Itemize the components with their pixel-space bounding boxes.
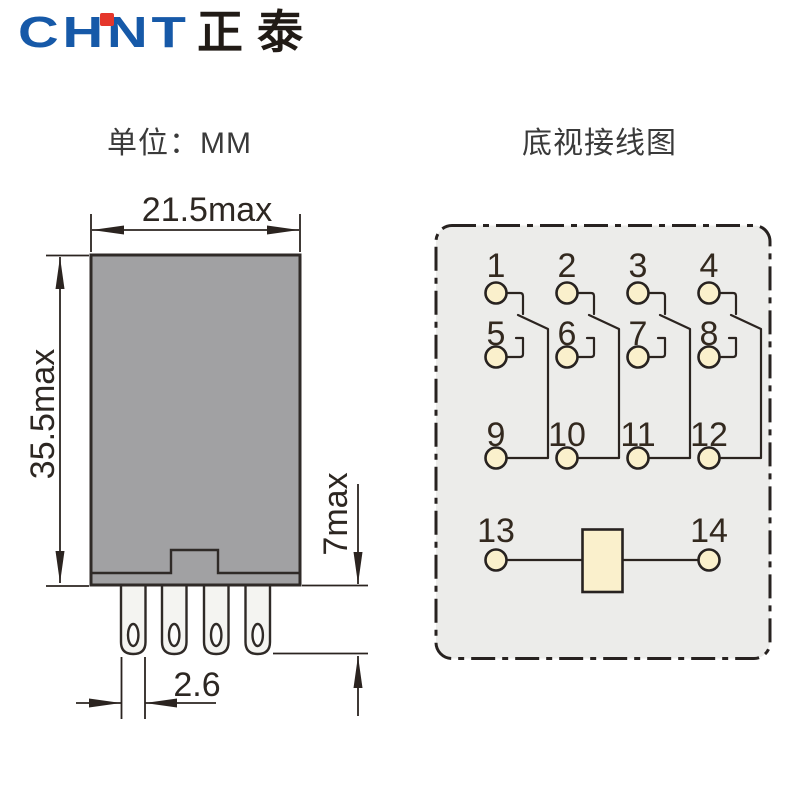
terminal-2 <box>555 281 579 305</box>
terminal-4 <box>697 281 721 305</box>
pole-3 <box>647 291 692 460</box>
dim-pin-length <box>273 484 368 716</box>
terminal-1 <box>484 281 508 305</box>
arrow-up-icon <box>353 656 363 688</box>
terminal-6 <box>555 345 579 369</box>
arrow-down-icon <box>55 551 65 583</box>
dim-width <box>90 214 301 252</box>
terminal-label-4: 4 <box>700 247 719 285</box>
no-contact-stub <box>505 336 525 359</box>
pole-1 <box>505 291 550 460</box>
arrow-right-icon <box>267 225 299 235</box>
terminal-label-9: 9 <box>487 416 506 454</box>
nc-contact-stub <box>505 291 525 316</box>
nc-contact-stub <box>647 291 667 316</box>
armature-and-common <box>576 313 621 460</box>
no-contact-stub <box>647 336 667 359</box>
terminal-label-14: 14 <box>690 512 728 550</box>
no-contact-stub <box>718 336 738 359</box>
terminal-label-1: 1 <box>487 247 506 285</box>
terminal-7 <box>626 345 650 369</box>
terminal-label-11: 11 <box>620 416 655 454</box>
no-contact-stub <box>576 336 596 359</box>
dim-pin-pitch-label: 2.6 <box>173 666 220 704</box>
pin-2-hole <box>167 622 181 648</box>
pole-4 <box>718 291 763 460</box>
pole-wiring <box>505 291 763 562</box>
terminal-8 <box>697 345 721 369</box>
arrow-left-icon <box>145 698 177 708</box>
terminal-label-3: 3 <box>629 247 648 285</box>
terminal-label-10: 10 <box>548 416 586 454</box>
pole-2 <box>576 291 621 460</box>
nc-contact-stub <box>576 291 596 316</box>
armature-and-common <box>718 313 763 460</box>
terminal-circles <box>484 281 721 572</box>
terminal-label-6: 6 <box>558 315 577 353</box>
armature-and-common <box>647 313 692 460</box>
terminal-14 <box>697 548 721 572</box>
logo-red-dot-icon <box>100 13 114 26</box>
terminal-label-7: 7 <box>629 315 648 353</box>
relay-body <box>89 253 302 587</box>
terminal-label-8: 8 <box>700 315 719 353</box>
armature-and-common <box>505 313 550 460</box>
nc-contact-stub <box>718 291 738 316</box>
dim-height-label: 35.5max <box>24 349 62 479</box>
pin-1-hole <box>126 622 140 648</box>
terminal-labels: 1 2 3 4 5 6 7 8 9 10 11 12 13 14 <box>477 247 728 550</box>
terminal-11 <box>626 446 650 470</box>
dimension-drawing: 21.5max 35.5max 7max <box>24 191 368 719</box>
logo-cjk-text: 正泰 <box>197 6 317 58</box>
terminal-label-12: 12 <box>690 416 728 454</box>
brand-logo: CHNT 正泰 <box>0 0 340 70</box>
pin-4-hole <box>251 622 265 648</box>
terminal-3 <box>626 281 650 305</box>
terminal-label-5: 5 <box>487 315 506 353</box>
terminal-label-13: 13 <box>477 512 515 550</box>
terminal-10 <box>555 446 579 470</box>
relay-pins <box>119 581 272 656</box>
terminal-9 <box>484 446 508 470</box>
terminal-5 <box>484 345 508 369</box>
wiring-panel <box>434 224 772 660</box>
dim-height <box>46 254 89 587</box>
coil-symbol <box>581 528 624 594</box>
terminal-13 <box>484 548 508 572</box>
arrow-left-icon <box>92 225 124 235</box>
unit-label: 单位：MM <box>107 127 252 160</box>
dim-pin-length-label: 7max <box>317 472 355 555</box>
wiring-diagram: 1 2 3 4 5 6 7 8 9 10 11 12 13 14 <box>434 224 772 660</box>
pin-3-hole <box>209 622 223 648</box>
wiring-diagram-title: 底视接线图 <box>522 127 677 160</box>
dim-width-label: 21.5max <box>142 191 272 229</box>
arrow-down-icon <box>353 552 363 584</box>
arrow-up-icon <box>55 257 65 289</box>
arrow-right-icon <box>89 698 121 708</box>
dim-pin-pitch <box>76 657 216 719</box>
terminal-12 <box>697 446 721 470</box>
relay-body-step-line <box>91 548 300 575</box>
terminal-label-2: 2 <box>558 247 577 285</box>
